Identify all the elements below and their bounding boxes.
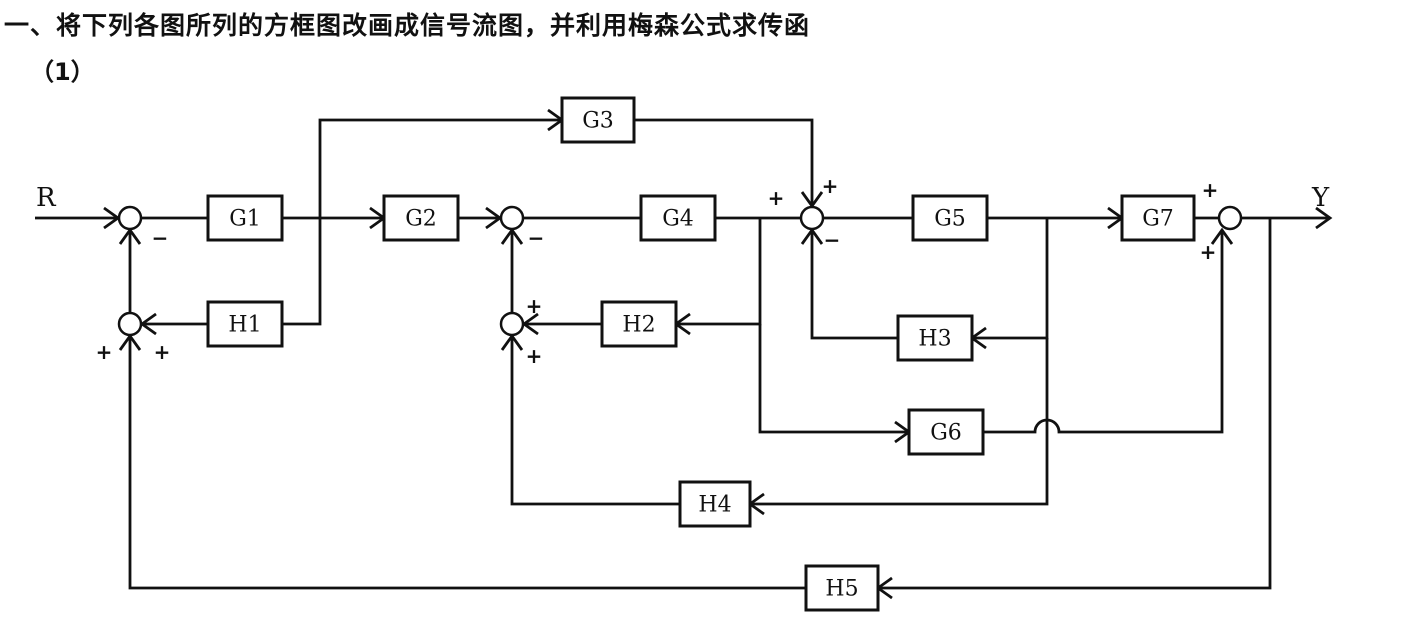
line-to-g6 xyxy=(758,324,909,434)
line-to-h5 xyxy=(878,218,1272,590)
svg-text:H1: H1 xyxy=(228,313,261,338)
sign-s3-left: + xyxy=(768,186,785,210)
sign-s5-top: + xyxy=(1202,178,1219,202)
block-g3: G3 xyxy=(560,96,636,144)
svg-text:G5: G5 xyxy=(934,207,966,232)
svg-text:G1: G1 xyxy=(229,207,261,232)
svg-text:G4: G4 xyxy=(662,207,694,232)
sign-s3-bottom: − xyxy=(824,228,841,252)
summing-junction-s4 xyxy=(117,311,143,337)
line-to-h4 xyxy=(750,338,1049,506)
arrow-into-s5-bottom xyxy=(1210,227,1234,245)
block-h3: H3 xyxy=(896,314,974,362)
block-g2: G2 xyxy=(382,194,460,242)
sign-s5-bottom: + xyxy=(1200,240,1217,264)
sign-s1-feedback: − xyxy=(152,226,169,250)
block-g1: G1 xyxy=(206,194,284,242)
sign-s3-top: + xyxy=(822,174,839,198)
block-g5: G5 xyxy=(911,194,989,242)
block-h4: H4 xyxy=(678,480,752,528)
block-h2: H2 xyxy=(600,300,678,348)
arrow-output xyxy=(1315,206,1333,230)
summing-junction-s5 xyxy=(1217,205,1243,231)
line-h4-to-s6 xyxy=(510,336,680,506)
line-g3-to-s3 xyxy=(634,118,814,206)
question-heading: 一、将下列各图所列的方框图改画成信号流图，并利用梅森公式求传函 xyxy=(4,11,811,40)
line-h1-tap xyxy=(282,218,322,326)
input-label-r: R xyxy=(36,183,57,213)
output-label-y: Y xyxy=(1311,183,1330,213)
svg-text:H5: H5 xyxy=(825,577,858,602)
block-g7: G7 xyxy=(1120,194,1196,242)
sign-s4-left: + xyxy=(96,340,113,364)
sign-s4-right: + xyxy=(154,340,171,364)
summing-junction-s3 xyxy=(799,205,825,231)
svg-text:G2: G2 xyxy=(405,207,437,232)
line-to-g3 xyxy=(318,118,562,218)
block-g4: G4 xyxy=(639,194,717,242)
block-h1: H1 xyxy=(206,300,284,348)
line-h3-to-s3 xyxy=(810,230,898,340)
summing-junction-s6 xyxy=(499,311,525,337)
sign-s6-top: + xyxy=(526,294,543,318)
block-g6: G6 xyxy=(907,408,985,456)
svg-text:H4: H4 xyxy=(698,493,731,518)
svg-text:G6: G6 xyxy=(930,421,962,446)
svg-text:H2: H2 xyxy=(622,313,655,338)
sign-s6-bottom: + xyxy=(526,344,543,368)
question-number: （1） xyxy=(30,58,95,86)
line-h5-to-s4 xyxy=(128,336,806,590)
line-g6-to-s5 xyxy=(983,230,1224,434)
svg-text:G7: G7 xyxy=(1142,207,1174,232)
svg-text:H3: H3 xyxy=(918,327,951,352)
sign-s2-feedback: − xyxy=(528,226,545,250)
summing-junction-s1 xyxy=(117,205,143,231)
block-h5: H5 xyxy=(804,564,880,612)
summing-junction-s2 xyxy=(499,205,525,231)
svg-text:G3: G3 xyxy=(582,109,614,134)
